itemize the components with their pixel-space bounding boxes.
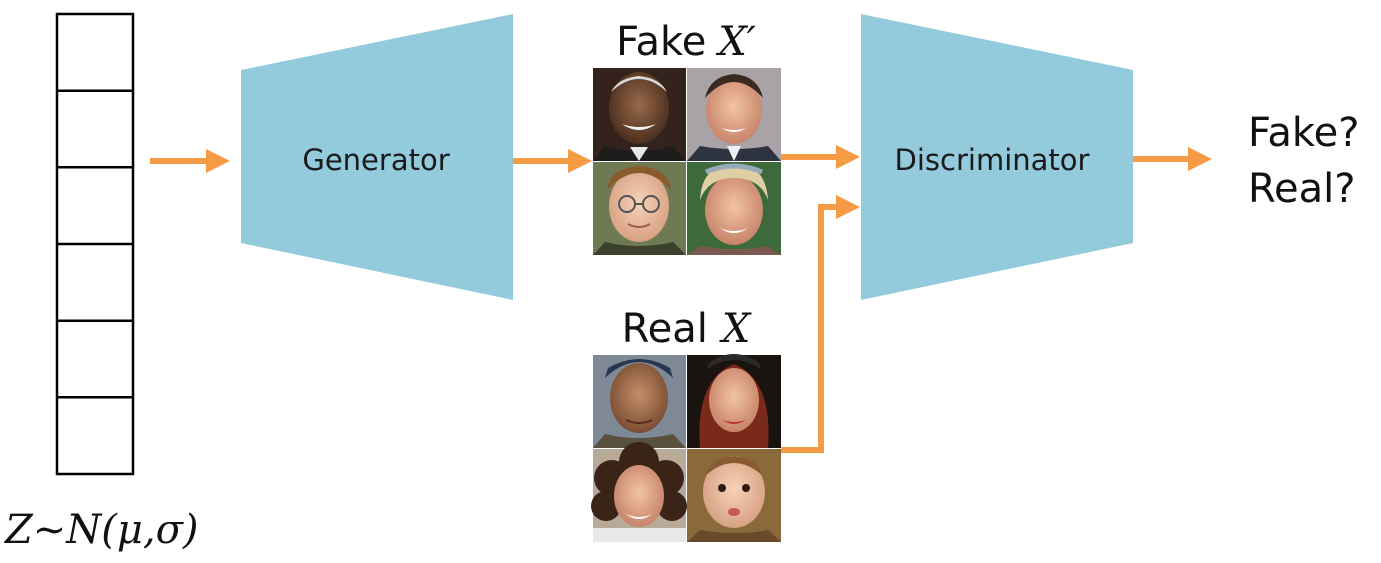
curly-haired-woman-face: [591, 442, 687, 542]
elderly-man-face: [593, 68, 686, 161]
blonde-woman-face: [687, 162, 781, 255]
real-symbol: X: [719, 306, 752, 352]
man-in-cap-face: [593, 355, 686, 448]
arrows: [150, 154, 1190, 453]
output-fake-label: Fake?: [1248, 110, 1359, 156]
arrowheads: [206, 145, 1212, 219]
man-in-suit-face: [687, 68, 781, 161]
arrow-real-to-discriminator: [781, 204, 838, 453]
arrowhead: [836, 145, 860, 169]
latent-vector: [55, 12, 135, 476]
fake-symbol: X′: [715, 19, 756, 65]
discriminator-block: [861, 14, 1133, 300]
arrowhead: [568, 149, 592, 173]
arrowhead: [206, 149, 230, 173]
red-haired-woman-face: [687, 354, 781, 448]
arrowhead: [1188, 147, 1212, 171]
toddler-face: [687, 449, 781, 542]
output-real-label: Real?: [1248, 166, 1355, 212]
fake-word: Fake: [616, 19, 706, 65]
fake-image-grid: [593, 68, 781, 255]
boy-with-glasses-face: [593, 162, 686, 255]
arrowhead: [836, 195, 860, 219]
discriminator-label: Discriminator: [895, 143, 1090, 177]
real-word: Real: [622, 306, 708, 352]
real-image-grid: [591, 354, 781, 542]
generator-block: [241, 14, 513, 300]
latent-distribution-label: Z~N(μ,σ): [3, 507, 199, 553]
generator-label: Generator: [302, 143, 449, 177]
